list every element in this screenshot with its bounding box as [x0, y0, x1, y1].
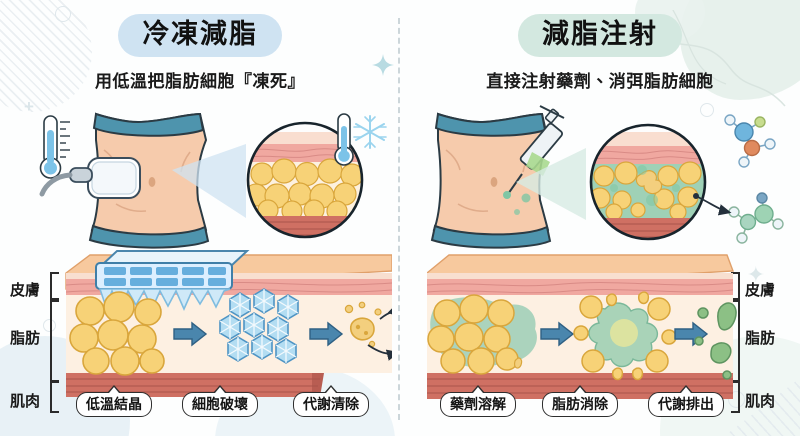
- panel-subtitle-injection: 直接注射藥劑、消弭脂肪細胞: [486, 72, 714, 91]
- step-label: 代謝清除: [303, 396, 359, 412]
- skin-cross-section-magnifier: [246, 121, 364, 239]
- layer-bracket-muscle: [731, 381, 740, 413]
- step-callout-1: 藥劑溶解: [440, 385, 516, 418]
- process-arrow: [540, 321, 575, 347]
- callout-tail-icon: [213, 385, 227, 393]
- step-callout-1: 低溫結晶: [76, 385, 152, 418]
- panel-title-injection: 減脂注射: [518, 14, 682, 58]
- torso-illustration: [88, 112, 210, 249]
- step-callout-3: 代謝排出: [648, 385, 724, 418]
- step-label: 藥劑溶解: [450, 396, 506, 412]
- panel-lipolysis-injection: 減脂注射 直接注射藥劑、消弭脂肪細胞: [400, 0, 800, 436]
- layer-bracket-skin: [50, 272, 59, 300]
- snowflake-icon: [353, 115, 387, 149]
- stage-drug-dissolve: [427, 294, 537, 375]
- stage-metabolic-cleanup: [344, 301, 392, 361]
- magnifier-cone: [172, 144, 246, 218]
- step-callout-2: 細胞破壞: [182, 385, 258, 418]
- callout-tail-icon: [573, 385, 587, 393]
- layer-label-skin: 皮膚: [745, 282, 776, 299]
- torso-illustration: [430, 112, 552, 249]
- step-label: 脂肪消除: [552, 396, 608, 412]
- callout-tail-icon: [107, 385, 121, 393]
- skin-cross-section-magnifier: [589, 123, 707, 241]
- step-label: 代謝排出: [658, 396, 714, 412]
- callout-tail-icon: [324, 385, 338, 393]
- cross-section-cryolipolysis: [62, 250, 392, 405]
- panel-subtitle-cryolipolysis: 用低溫把脂肪細胞『凍死』: [95, 72, 305, 91]
- illustration-cryolipolysis: [0, 100, 400, 255]
- layer-bracket-fat: [50, 300, 59, 382]
- step-label: 細胞破壞: [192, 396, 248, 412]
- layer-label-fat: 脂肪: [745, 330, 776, 347]
- layer-label-muscle: 肌肉: [10, 393, 41, 410]
- thermometer-snowflake-icon: [334, 113, 354, 166]
- panel-title-cryolipolysis: 冷凍減脂: [118, 14, 282, 58]
- cross-section-injection: [427, 254, 737, 405]
- cooling-applicator-icon: [39, 157, 141, 199]
- panel-cryolipolysis: 冷凍減脂 用低溫把脂肪細胞『凍死』: [0, 14, 400, 418]
- callout-tail-icon: [471, 385, 485, 393]
- layer-label-skin: 皮膚: [10, 282, 41, 299]
- process-arrow: [309, 321, 344, 347]
- step-callout-3: 代謝清除: [293, 385, 369, 418]
- step-callout-2: 脂肪消除: [542, 385, 618, 418]
- molecule-icon: [724, 114, 776, 168]
- molecule-icon: [728, 192, 784, 244]
- cooling-plate-device: [95, 250, 250, 314]
- illustration-injection: [400, 100, 800, 255]
- stage-fat-fragments: [694, 302, 737, 380]
- callout-tail-icon: [679, 385, 693, 393]
- magnifier-cone: [516, 148, 586, 220]
- layer-label-fat: 脂肪: [10, 330, 41, 347]
- layer-bracket-muscle: [50, 381, 59, 413]
- thermometer-cold-icon: [39, 115, 70, 179]
- stage-fat-burst: [573, 291, 677, 381]
- layer-bracket-skin: [731, 272, 740, 300]
- step-label: 低溫結晶: [86, 396, 142, 412]
- process-arrow: [173, 321, 208, 347]
- layer-label-muscle: 肌肉: [745, 393, 776, 410]
- stage-fat-cells: [69, 291, 165, 376]
- panel-divider: [398, 18, 400, 420]
